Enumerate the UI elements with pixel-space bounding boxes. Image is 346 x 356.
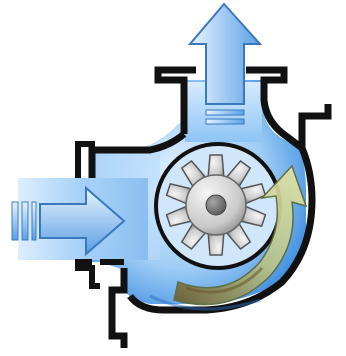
rotor-hub [206,195,226,215]
